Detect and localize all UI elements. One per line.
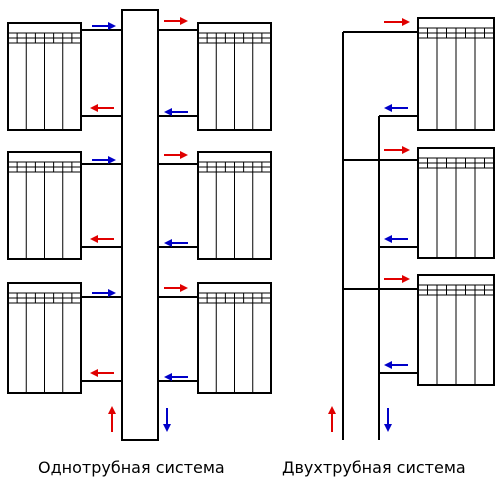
caption-one-pipe-system: Однотрубная система xyxy=(38,458,225,477)
arrow-two-pipe-supply xyxy=(328,406,336,432)
arrow-two-pipe-out-2 xyxy=(384,235,408,243)
radiator-left-2 xyxy=(7,151,82,260)
arrow-right-in-2 xyxy=(164,151,188,159)
arrow-left-out-2 xyxy=(90,235,114,243)
radiator-right-3 xyxy=(197,282,272,394)
arrow-right-out-1 xyxy=(164,108,188,116)
arrow-left-out-3 xyxy=(90,369,114,377)
radiator-left-3 xyxy=(7,282,82,394)
arrow-right-in-1 xyxy=(164,17,188,25)
central-riser xyxy=(121,9,159,441)
caption-two-pipe-system: Двухтрубная система xyxy=(282,458,466,477)
arrow-right-out-2 xyxy=(164,239,188,247)
radiator-two-pipe-2 xyxy=(417,147,495,259)
arrow-left-in-1 xyxy=(92,22,116,30)
arrow-left-out-1 xyxy=(90,104,114,112)
radiator-right-1 xyxy=(197,22,272,131)
arrow-right-out-3 xyxy=(164,373,188,381)
radiator-two-pipe-3 xyxy=(417,274,495,386)
arrow-right-in-3 xyxy=(164,284,188,292)
radiator-two-pipe-1 xyxy=(417,17,495,131)
arrow-left-in-3 xyxy=(92,289,116,297)
arrow-two-pipe-return xyxy=(384,408,392,432)
arrow-two-pipe-in-1 xyxy=(384,18,410,26)
arrow-two-pipe-in-2 xyxy=(384,146,410,154)
radiator-right-2 xyxy=(197,151,272,260)
arrow-two-pipe-out-3 xyxy=(384,361,408,369)
arrow-two-pipe-in-3 xyxy=(384,275,410,283)
arrow-one-pipe-supply xyxy=(108,406,116,432)
arrow-left-in-2 xyxy=(92,156,116,164)
arrow-two-pipe-out-1 xyxy=(384,104,408,112)
arrow-one-pipe-return xyxy=(163,408,171,432)
radiator-left-1 xyxy=(7,22,82,131)
